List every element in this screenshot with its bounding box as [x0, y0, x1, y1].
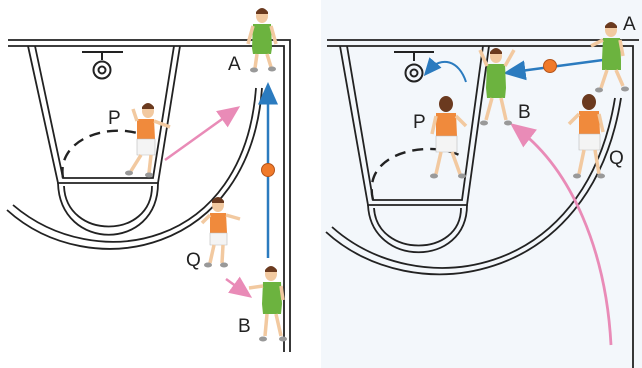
label-q: Q	[186, 250, 201, 271]
left-play-diagram: A P Q B	[0, 0, 319, 368]
court-lines	[325, 39, 639, 368]
right-play-diagram: A B P Q	[321, 0, 642, 368]
basketball	[543, 59, 557, 73]
run-arrow-q	[225, 276, 253, 298]
player-q	[567, 94, 605, 179]
run-arrow-p	[164, 106, 241, 162]
court-lines	[6, 39, 291, 352]
pass-arrow	[503, 58, 604, 81]
player-a	[246, 8, 278, 73]
cut-arrow-b	[510, 123, 613, 346]
label-b: B	[238, 316, 251, 337]
label-p: P	[413, 112, 426, 133]
basket-hoop	[82, 51, 123, 80]
label-p: P	[108, 108, 121, 129]
right-court: A B P Q	[325, 14, 639, 368]
label-a: A	[623, 14, 636, 35]
player-p	[125, 103, 171, 178]
player-b	[248, 266, 287, 342]
label-a: A	[228, 54, 241, 75]
player-b	[478, 48, 516, 126]
label-b: B	[518, 102, 531, 123]
label-q: Q	[609, 148, 624, 169]
player-a	[590, 22, 629, 93]
shot-arc	[423, 57, 467, 83]
player-q	[200, 197, 241, 268]
left-court: A P Q B	[6, 8, 291, 352]
basketball	[261, 163, 275, 177]
basket-hoop	[394, 51, 434, 83]
player-p	[430, 96, 468, 179]
